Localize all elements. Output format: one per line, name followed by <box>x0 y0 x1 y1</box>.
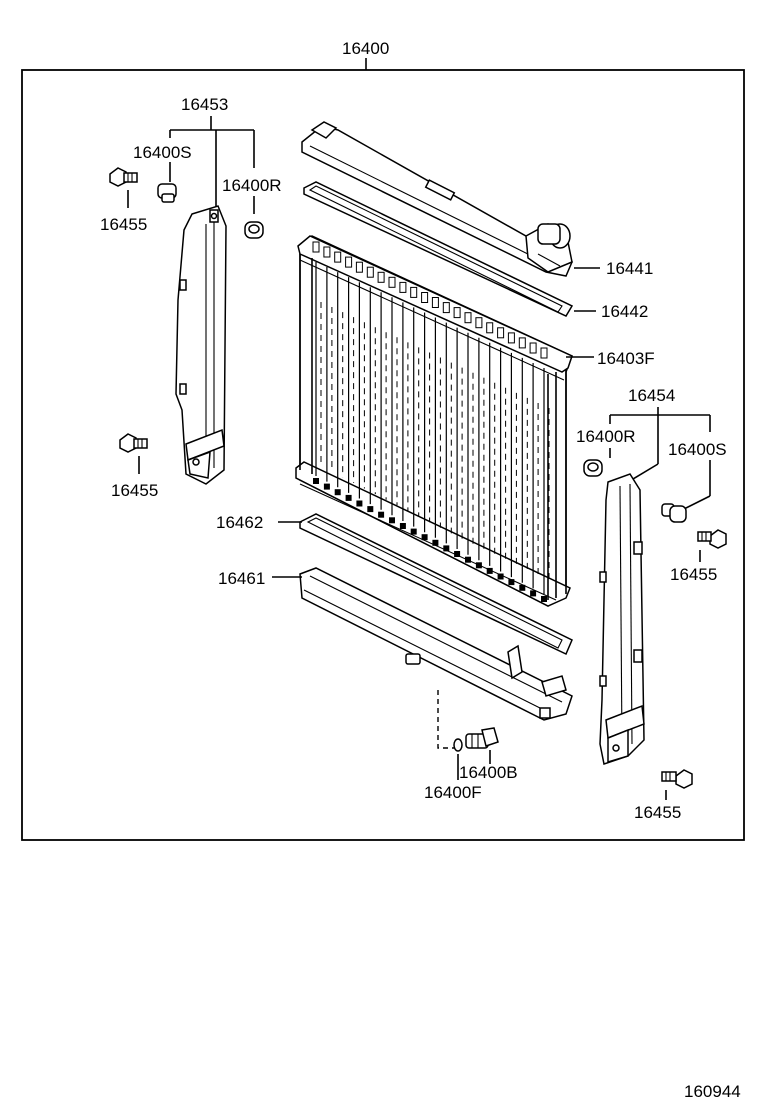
core-header-tooth <box>366 266 374 278</box>
label-right-bolt-bottom: 16455 <box>634 803 681 822</box>
label-core: 16403F <box>597 349 655 368</box>
left-stopper-s-part <box>157 183 177 203</box>
core-header-tooth <box>453 307 461 319</box>
core-bottom-tooth <box>465 556 471 563</box>
label-left-stopper-s: 16400S <box>133 143 192 162</box>
label-left-stopper-r: 16400R <box>222 176 282 195</box>
label-left-bolt-bottom: 16455 <box>111 481 158 500</box>
core-bottom-tooth <box>410 528 417 535</box>
core-bottom-tooth <box>345 494 352 501</box>
core-bottom-tooth <box>432 539 439 546</box>
core-header-tooth <box>399 281 407 293</box>
label-right-bracket: 16454 <box>628 386 675 405</box>
core-header-tooth <box>475 317 483 329</box>
core-header-tooth <box>497 327 505 339</box>
core-bottom-tooth <box>541 596 547 602</box>
core-bottom-tooth <box>323 483 330 490</box>
left-bolt-top-part <box>109 167 138 187</box>
right-bracket-part <box>599 473 645 765</box>
label-right-bolt-top: 16455 <box>670 565 717 584</box>
label-drain-oring: 16400F <box>424 783 482 802</box>
core-header-tooth <box>442 302 450 314</box>
core-header-tooth <box>355 261 363 273</box>
core-header-tooth <box>529 342 537 354</box>
core-header-tooth <box>312 241 320 253</box>
core-bottom-tooth <box>486 567 493 574</box>
drain-dash-line <box>437 690 456 749</box>
core-header-tooth <box>518 337 526 349</box>
core-header-tooth <box>421 292 429 303</box>
core-bottom-tooth <box>443 545 450 552</box>
core-bottom-tooth <box>356 500 363 507</box>
core-header-tooth <box>410 286 418 298</box>
core-bottom-tooth <box>399 523 406 529</box>
core-header-tooth <box>431 297 439 308</box>
left-bracket-part <box>175 205 227 485</box>
core-bottom-tooth <box>421 534 428 541</box>
label-upper-gasket: 16442 <box>601 302 648 321</box>
lower-gasket-part <box>299 513 573 656</box>
label-drain-cock: 16400B <box>459 763 518 782</box>
core-header-tooth <box>345 256 353 268</box>
core-header-tooth <box>377 271 385 283</box>
core-bottom-tooth <box>508 579 515 586</box>
lower-tank-part <box>299 567 573 721</box>
core-header-tooth <box>486 322 494 334</box>
core-header-tooth <box>464 312 472 324</box>
right-bolt-top-part <box>697 529 727 549</box>
left-stopper-r-part <box>244 221 264 239</box>
core-header-tooth <box>507 332 515 344</box>
core-bottom-tooth <box>367 506 374 513</box>
right-bolt-bottom-part <box>661 769 693 789</box>
drain-cock-part <box>465 727 499 749</box>
right-stopper-r-part <box>583 459 603 477</box>
left-bolt-bottom-part <box>119 433 148 453</box>
upper-tank-part <box>301 121 573 277</box>
label-left-bolt-top: 16455 <box>100 215 147 234</box>
label-right-stopper-r: 16400R <box>576 427 636 446</box>
label-upper-tank: 16441 <box>606 259 653 278</box>
core-bottom-tooth <box>313 478 319 484</box>
figure-number: 160944 <box>684 1082 741 1101</box>
core-bottom-tooth <box>475 562 482 569</box>
core-bottom-tooth <box>519 584 526 591</box>
left-bracket-leader <box>169 116 255 214</box>
radiator-core-tubes <box>312 241 550 602</box>
label-lower-gasket: 16462 <box>216 513 263 532</box>
core-bottom-tooth <box>497 573 504 580</box>
upper-gasket-part <box>303 181 574 317</box>
assembly-frame <box>21 69 745 841</box>
label-right-stopper-s: 16400S <box>668 440 727 459</box>
core-header-tooth <box>388 276 396 288</box>
core-bottom-tooth <box>389 517 395 524</box>
label-assembly: 16400 <box>342 39 389 58</box>
core-header-tooth <box>540 347 548 359</box>
core-bottom-tooth <box>454 551 461 557</box>
core-bottom-tooth <box>334 489 341 496</box>
drain-oring-part <box>453 738 463 752</box>
label-left-bracket: 16453 <box>181 95 228 114</box>
core-bottom-tooth <box>378 511 385 518</box>
label-lower-tank: 16461 <box>218 569 265 588</box>
right-stopper-s-part <box>661 503 687 523</box>
core-header-tooth <box>334 251 342 263</box>
core-header-tooth <box>323 246 331 258</box>
core-bottom-tooth <box>530 590 537 597</box>
